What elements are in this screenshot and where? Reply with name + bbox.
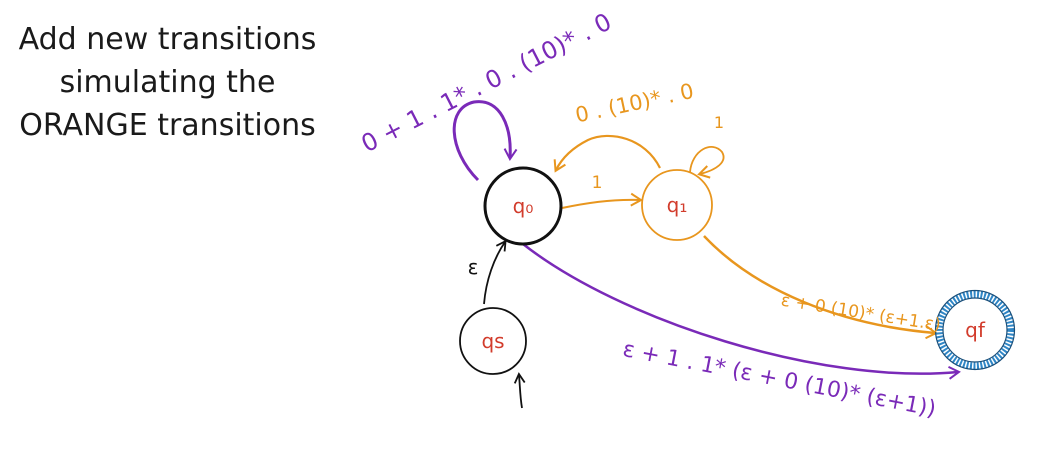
- edge-qs-to-q0: [483, 239, 507, 305]
- edge-q1-self-loop: [689, 146, 725, 179]
- label-q1-to-q0: 0 . (10)* . 0: [573, 79, 696, 128]
- state-qs: qs: [459, 307, 527, 375]
- state-q1-label: q₁: [667, 193, 688, 217]
- label-qs-to-q0: ε: [468, 255, 479, 279]
- edge-q0-self-loop: [452, 100, 518, 182]
- label-q0-self-loop: 0 + 1 . 1* . 0 . (10)* . 0: [357, 8, 616, 158]
- instruction-line-2: simulating the: [59, 65, 276, 100]
- state-qs-label: qs: [481, 329, 504, 353]
- state-q1: q₁: [641, 169, 713, 241]
- state-qf-label: qf: [965, 318, 986, 342]
- label-q1-to-qf: ε + 0 (10)* (ε+1.ε): [780, 291, 943, 336]
- label-q0-to-q1: 1: [592, 173, 603, 193]
- label-q1-self-loop: 1: [714, 113, 724, 132]
- instruction-line-1: Add new transitions: [18, 22, 317, 57]
- state-q0-label: q₀: [513, 194, 534, 218]
- instruction-text: Add new transitions simulating the ORANG…: [0, 18, 335, 147]
- state-q0: q₀: [483, 166, 563, 246]
- start-arrow: [513, 372, 526, 409]
- instruction-line-3: ORANGE transitions: [19, 108, 316, 143]
- edge-q1-to-q0: [553, 134, 661, 173]
- label-q0-to-qf: ε + 1 . 1* (ε + 0 (10)* (ε+1)): [621, 337, 938, 422]
- state-qf: qf: [934, 289, 1016, 371]
- edge-q0-to-qf: [522, 243, 961, 380]
- edge-q0-to-q1: [561, 192, 643, 209]
- edge-q1-to-qf: [703, 235, 938, 340]
